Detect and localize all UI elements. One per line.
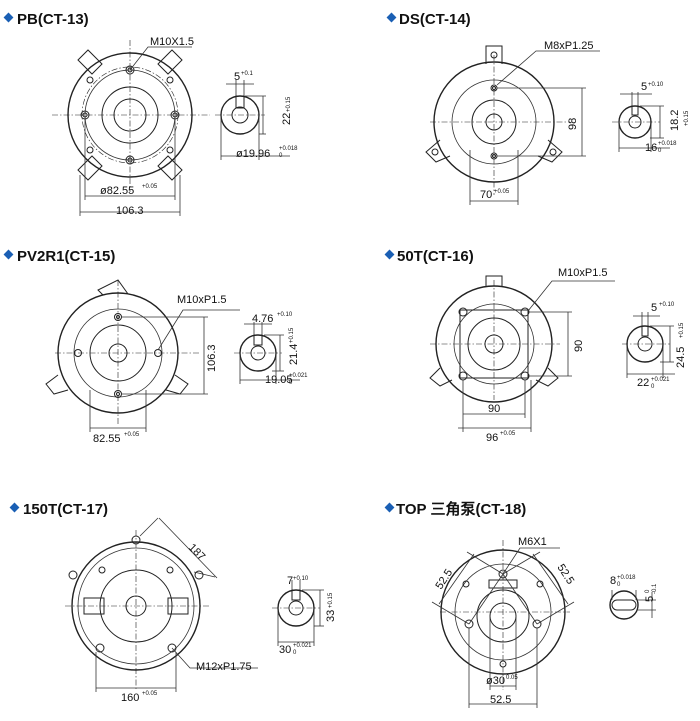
shaft-key-tol: +0.1 <box>241 71 254 77</box>
thread-label: M10X1.5 <box>150 36 194 48</box>
shaft-height-tol: +0.15 <box>328 592 334 608</box>
panel-150t: 150T(CT-17) 187 M12xP1.75 160 +0.05 <box>9 501 337 704</box>
shaft-dia-dim: 16 <box>645 142 657 154</box>
shaft-dia-tol-low: 0 <box>289 380 293 386</box>
dim-width2-tol: +0.05 <box>500 431 516 437</box>
flange-drawing: M10X1.5 ø82.55 +0.05 106.3 <box>52 36 210 217</box>
dim-width-tol: +0.05 <box>124 432 140 438</box>
shaft-dia-tol: +0.018 <box>279 146 298 152</box>
dim-pcd-tol: +0.05 <box>142 184 158 190</box>
shaft-dia-tol-low: 0 <box>293 650 297 656</box>
dim-height: 98 <box>567 118 579 130</box>
shaft-height-dim: 18.2 <box>669 110 681 131</box>
panel-title: 150T(CT-17) <box>23 501 108 518</box>
shaft-dia-tol-low: 0 <box>658 148 662 154</box>
shaft-section: 8 +0.018 0 5 0 -0.1 <box>609 575 658 620</box>
dim-width-tol: +0.05 <box>142 691 158 697</box>
panel-title: PB(CT-13) <box>17 11 89 28</box>
panel-title: PV2R1(CT-15) <box>17 248 115 265</box>
panel-ds: DS(CT-14) M8xP1.25 98 70 <box>386 11 690 205</box>
shaft-flat-tol: +0.018 <box>617 575 636 581</box>
shaft-key-tol: +0.10 <box>277 312 293 318</box>
dim-bore: ø30 <box>486 675 505 687</box>
bullet-diamond-icon <box>9 502 20 513</box>
panel-top: TOP 三角泵(CT-18) 52.5 52.5 M6X1 <box>384 500 658 708</box>
thread-label: M6X1 <box>518 536 547 548</box>
bullet-diamond-icon <box>386 12 397 23</box>
shaft-height-tol: +0.15 <box>684 110 690 126</box>
dim-width: 82.55 <box>93 433 121 445</box>
shaft-dia-dim: 30 <box>279 644 291 656</box>
shaft-dia-tol-low: 0 <box>651 384 655 390</box>
shaft-section: 5 +0.10 18.2 +0.15 16 +0.018 0 <box>612 81 690 154</box>
dim-width: 70 <box>480 189 492 201</box>
dim-diag-left: 52.5 <box>433 567 455 592</box>
shaft-section: 5 +0.10 24.5 +0.15 22 +0.021 0 <box>622 302 687 390</box>
shaft-dia-tol: +0.018 <box>658 141 677 147</box>
panel-pv2r1: PV2R1(CT-15) M10xP1.5 106.3 82.55 +0. <box>3 248 308 445</box>
shaft-key-tol-low: -0.1 <box>652 583 658 594</box>
shaft-height-tol: +0.15 <box>289 327 295 343</box>
bullet-diamond-icon <box>384 249 395 260</box>
shaft-dia-dim: 19.05 <box>265 374 293 386</box>
dim-pcd: ø82.55 <box>100 185 134 197</box>
panel-50t: 50T(CT-16) M10xP1.5 90 90 <box>384 248 687 444</box>
shaft-height-tol: +0.15 <box>679 322 685 338</box>
panel-pb: PB(CT-13) M10X1.5 <box>3 11 298 217</box>
shaft-flat-tol-low: 0 <box>617 582 621 588</box>
shaft-key-dim: 4.76 <box>252 313 273 325</box>
dim-bore-tol: 0.05 <box>506 675 518 681</box>
dim-width: 52.5 <box>490 694 511 706</box>
shaft-key-dim: 5 <box>641 81 647 93</box>
shaft-height-dim: 22 <box>281 113 293 125</box>
shaft-dia-dim: ø19.96 <box>236 148 270 160</box>
thread-label: M12xP1.75 <box>196 661 252 673</box>
shaft-section: 5 +0.1 22 +0.15 ø19.96 +0.018 0 <box>215 71 298 160</box>
panel-title: 50T(CT-16) <box>397 248 474 265</box>
thread-label: M8xP1.25 <box>544 40 594 52</box>
shaft-height-dim: 33 <box>325 610 337 622</box>
shaft-dia-tol: +0.021 <box>289 373 308 379</box>
shaft-key-tol: +0.10 <box>293 576 309 582</box>
dim-width2: 96 <box>486 432 498 444</box>
dim-width: 106.3 <box>116 205 144 217</box>
shaft-flat-dim: 8 <box>610 575 616 587</box>
shaft-dia-dim: 22 <box>637 377 649 389</box>
shaft-key-tol: +0.10 <box>659 302 675 308</box>
dim-height: 106.3 <box>206 344 218 372</box>
shaft-key-dim: 5 <box>651 302 657 314</box>
shaft-key-dim: 5 <box>644 596 656 602</box>
shaft-key-dim: 5 <box>234 71 240 83</box>
panel-title: TOP 三角泵(CT-18) <box>396 500 526 518</box>
shaft-dia-tol-low: 0 <box>279 153 283 159</box>
shaft-section: 4.76 +0.10 21.4 +0.15 19.05 +0.021 0 <box>234 312 308 386</box>
shaft-section: 7 +0.10 33 +0.15 30 +0.021 0 <box>272 575 337 656</box>
shaft-key-tol: +0.10 <box>648 82 664 88</box>
shaft-height-tol: +0.15 <box>286 96 292 112</box>
flange-drawing: M10xP1.5 106.3 82.55 +0.05 <box>45 279 240 445</box>
shaft-height-dim: 21.4 <box>288 344 300 365</box>
shaft-key-tol: 0 <box>645 589 651 593</box>
dim-width: 90 <box>488 403 500 415</box>
thread-label: M10xP1.5 <box>177 294 227 306</box>
dim-width-tol: +0.05 <box>494 189 510 195</box>
flange-drawing: M10xP1.5 90 90 96 +0.05 <box>429 267 615 444</box>
shaft-key-dim: 7 <box>287 575 293 587</box>
shaft-dia-tol: +0.021 <box>293 643 312 649</box>
shaft-dia-tol: +0.021 <box>651 377 670 383</box>
flange-drawing: M8xP1.25 98 70 +0.05 <box>425 40 600 205</box>
bullet-diamond-icon <box>3 249 14 260</box>
panel-title: DS(CT-14) <box>399 11 471 28</box>
thread-label: M10xP1.5 <box>558 267 608 279</box>
flange-drawing: 187 M12xP1.75 160 +0.05 <box>65 517 258 704</box>
dim-width: 160 <box>121 692 139 704</box>
shaft-height-dim: 24.5 <box>675 347 687 368</box>
dim-height: 90 <box>573 340 585 352</box>
dim-diag: 187 <box>186 542 207 563</box>
bullet-diamond-icon <box>3 12 14 23</box>
flange-drawing: 52.5 52.5 M6X1 ø30 0.05 52.5 <box>431 536 576 708</box>
bullet-diamond-icon <box>384 502 395 513</box>
